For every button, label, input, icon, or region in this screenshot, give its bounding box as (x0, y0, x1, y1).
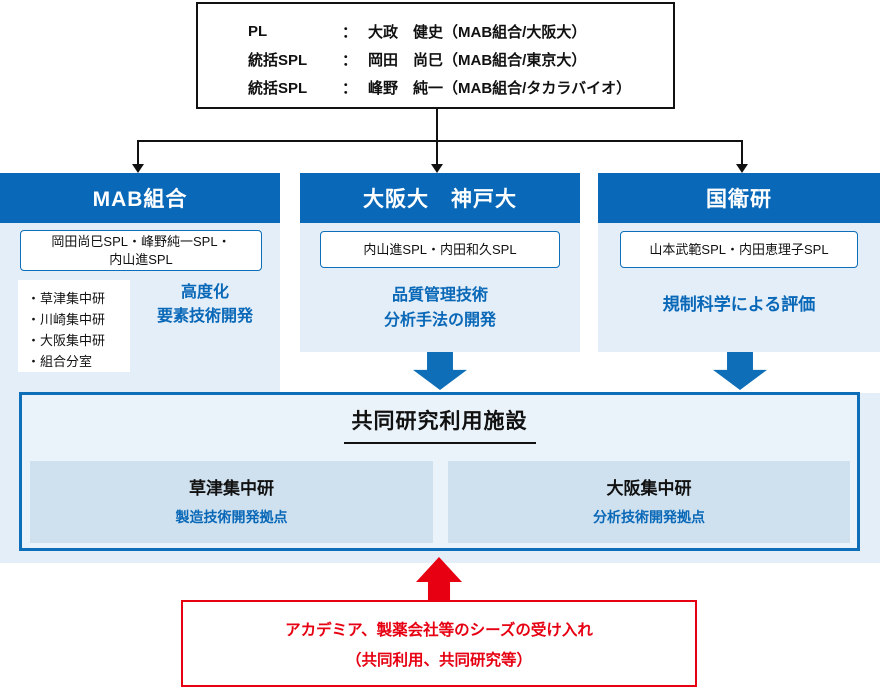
seeds-intake-line: アカデミア、製薬会社等のシーズの受け入れ (285, 622, 593, 639)
leader-name: 岡田 尚巳（MAB組合/東京大） (368, 51, 587, 69)
colon: ： (342, 23, 358, 41)
sub-box-name: 大阪集中研 (606, 479, 692, 498)
seeds-intake-line: （共同利用、共同研究等） (345, 652, 532, 669)
leader-row-pl: PL ： 大政 健史（MAB組合/大阪大） (248, 17, 673, 45)
connector-drop-center (436, 140, 438, 165)
spl-line: 山本武範SPL・内田恵理子SPL (649, 241, 829, 257)
column-header-label: MAB組合 (92, 188, 188, 211)
column-header-mab: MAB組合 (0, 173, 280, 223)
up-arrow-icon (416, 557, 462, 600)
connector-horizontal (137, 140, 743, 142)
spl-box-mab: 岡田尚巳SPL・峰野純一SPL・ 内山進SPL (20, 230, 262, 271)
facility-sub-box-kusatsu: 草津集中研 製造技術開発拠点 (30, 461, 433, 543)
role-line: 分析手法の開発 (383, 312, 496, 329)
role-line: 規制科学による評価 (662, 295, 816, 314)
role-line: 要素技術開発 (156, 308, 253, 325)
connector-drop-right (741, 140, 743, 165)
sub-box-name: 草津集中研 (189, 479, 274, 498)
spl-line: 内山進SPL (109, 251, 173, 267)
connector-vertical-top (436, 109, 438, 141)
leader-name: 峰野 純一（MAB組合/タカラバイオ） (368, 79, 632, 97)
down-arrow-icon (413, 352, 467, 390)
site-item: ・組合分室 (27, 354, 93, 369)
colon: ： (342, 51, 358, 69)
column-header-label: 国衛研 (706, 188, 772, 211)
role-text-mab: 高度化 要素技術開発 (130, 281, 280, 329)
sub-box-desc: 製造技術開発拠点 (175, 509, 288, 525)
seeds-intake-box: アカデミア、製薬会社等のシーズの受け入れ （共同利用、共同研究等） (181, 600, 697, 687)
leader-role: 統括SPL (248, 51, 308, 69)
facility-sub-box-osaka: 大阪集中研 分析技術開発拠点 (448, 461, 850, 543)
site-item: ・大阪集中研 (27, 333, 106, 348)
spl-box-univ: 内山進SPL・内田和久SPL (320, 231, 560, 268)
branch-arrowhead-icon (431, 164, 443, 173)
role-line: 高度化 (180, 284, 229, 301)
leader-row-spl1: 統括SPL ： 岡田 尚巳（MAB組合/東京大） (248, 45, 673, 73)
leader-role: PL (248, 22, 268, 40)
spl-line: 内山進SPL・内田和久SPL (363, 241, 517, 257)
column-header-univ: 大阪大 神戸大 (300, 173, 580, 223)
site-item: ・草津集中研 (27, 291, 106, 306)
connector-drop-left (137, 140, 139, 165)
sub-box-desc: 分析技術開発拠点 (593, 509, 705, 525)
leadership-box: PL ： 大政 健史（MAB組合/大阪大） 統括SPL ： 岡田 尚巳（MAB組… (196, 2, 675, 109)
branch-arrowhead-icon (736, 164, 748, 173)
column-header-niid: 国衛研 (598, 173, 880, 223)
leader-role: 統括SPL (248, 79, 308, 97)
branch-arrowhead-icon (132, 164, 144, 173)
role-text-univ: 品質管理技術 分析手法の開発 (300, 283, 580, 333)
leader-name: 大政 健史（MAB組合/大阪大） (368, 23, 587, 41)
spl-line: 岡田尚巳SPL・峰野純一SPL・ (51, 233, 231, 249)
spl-box-niid: 山本武範SPL・内田恵理子SPL (620, 231, 858, 268)
colon: ： (342, 79, 358, 97)
leader-row-spl2: 統括SPL ： 峰野 純一（MAB組合/タカラバイオ） (248, 73, 673, 101)
facility-title: 共同研究利用施設 (343, 405, 536, 444)
role-text-niid: 規制科学による評価 (598, 292, 880, 317)
site-item: ・川崎集中研 (27, 312, 106, 327)
column-header-label: 大阪大 神戸大 (363, 188, 517, 211)
sites-list-mab: ・草津集中研 ・川崎集中研 ・大阪集中研 ・組合分室 (18, 280, 130, 372)
down-arrow-icon (713, 352, 767, 390)
role-line: 品質管理技術 (391, 287, 488, 304)
